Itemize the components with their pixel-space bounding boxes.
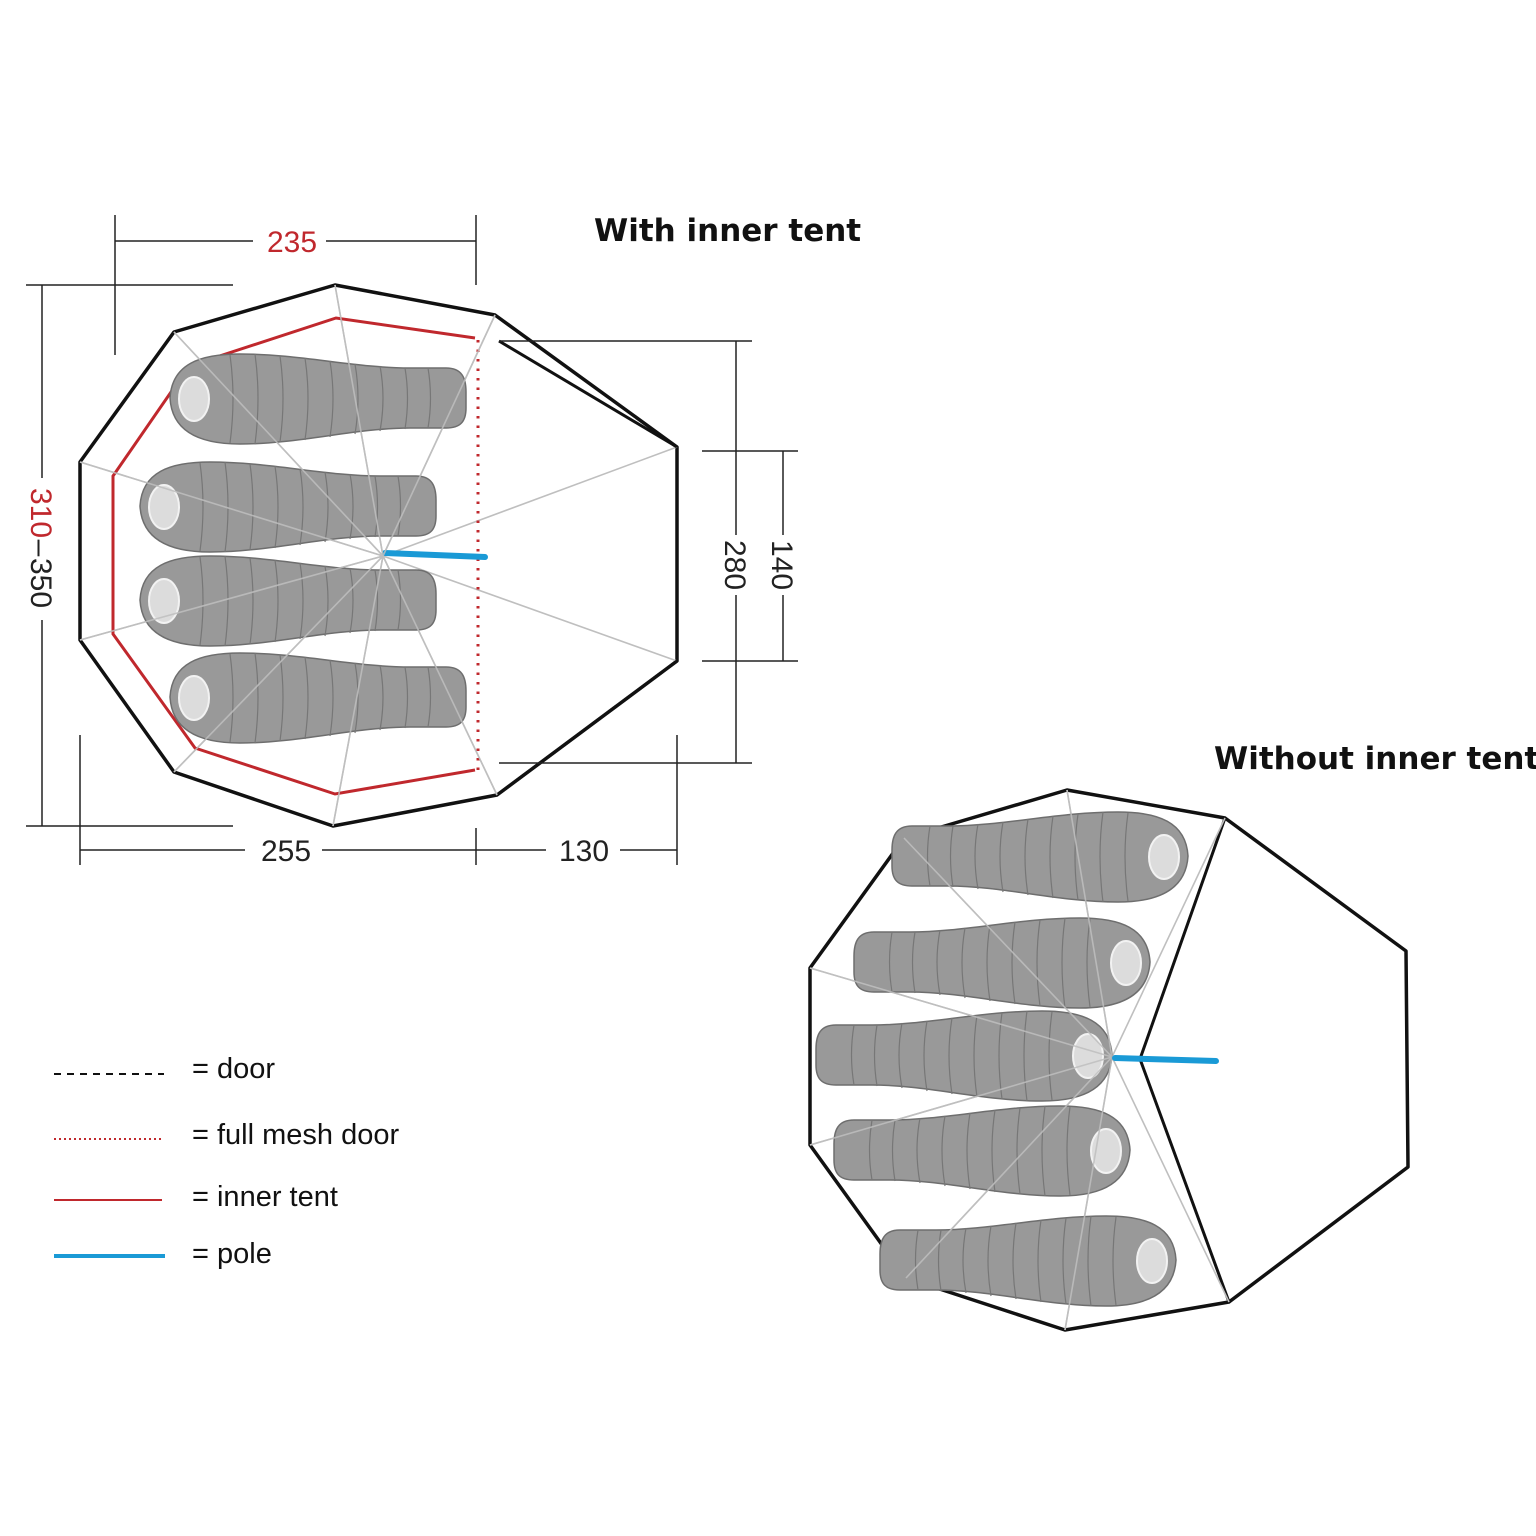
tent-with-inner: 235 255 130 310 – 350 280 140	[24, 215, 798, 868]
legend-inner-tent-label: = inner tent	[192, 1181, 338, 1213]
dim-inner-depth: 310	[24, 488, 57, 538]
dimension-lines	[26, 215, 798, 865]
dim-outer-depth: 350	[24, 558, 57, 608]
legend-door-label: = door	[192, 1053, 276, 1085]
dim-vestibule-width: 280	[718, 540, 751, 590]
pole-outer	[1112, 1055, 1219, 1064]
dim-door-width: 140	[765, 540, 798, 590]
inner-tent-outline	[111, 316, 476, 796]
pole-inner	[382, 550, 488, 560]
dim-floor-depth: 255	[261, 835, 311, 868]
door	[496, 451, 679, 797]
legend-pole-label: = pole	[192, 1238, 272, 1270]
dim-separator: –	[24, 540, 57, 557]
legend-swatches	[54, 1073, 165, 1258]
title-without-inner-tent: Without inner tent	[1214, 741, 1536, 777]
tent-without-inner	[808, 788, 1410, 1332]
dim-inner-width: 235	[267, 226, 317, 259]
dim-vestibule-depth: 130	[559, 835, 609, 868]
legend-mesh-door-label: = full mesh door	[192, 1119, 400, 1151]
title-with-inner-tent: With inner tent	[594, 213, 862, 249]
